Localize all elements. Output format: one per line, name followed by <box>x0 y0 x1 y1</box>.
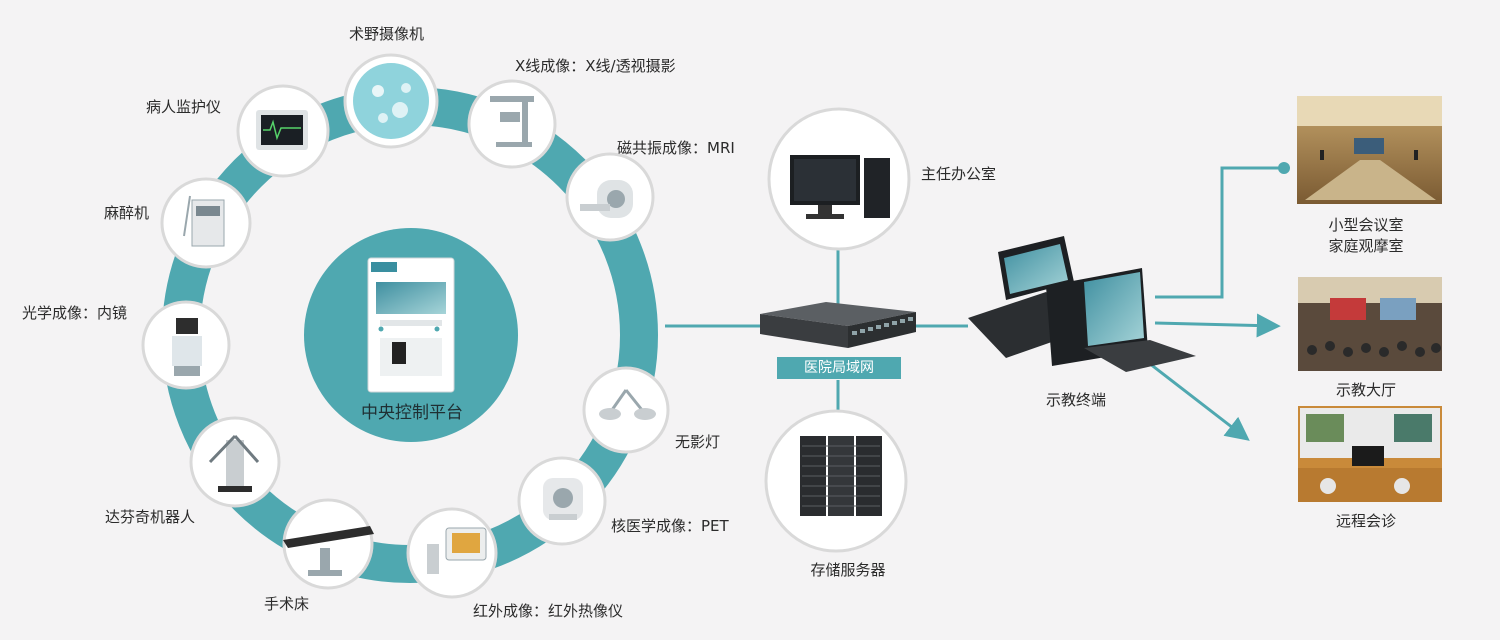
badge-operating-table <box>282 498 374 590</box>
teaching-hall-photo <box>1298 277 1442 371</box>
surgical-light-icon <box>599 389 656 420</box>
device-label-anesthesia: 麻醉机 <box>104 204 150 222</box>
pet-scanner-icon <box>543 478 583 520</box>
mri-scanner-icon <box>580 180 633 218</box>
anesthesia-machine-icon <box>183 195 225 247</box>
teaching-terminal-icon <box>968 236 1196 372</box>
badge-anesthesia <box>160 177 252 269</box>
device-label-operating-table: 手术床 <box>264 595 310 613</box>
surgical-camera-icon <box>353 63 429 139</box>
device-label-patient-monitor: 病人监护仪 <box>146 98 222 116</box>
central-platform-label: 中央控制平台 <box>361 403 463 423</box>
badge-endoscope <box>141 300 231 390</box>
badge-mri <box>565 152 655 242</box>
desktop-computer-icon <box>790 155 890 219</box>
meeting-room-photo <box>1297 96 1442 204</box>
teaching-hall-label: 示教大厅 <box>1335 381 1397 399</box>
badge-patient-monitor <box>236 84 330 178</box>
badge-thermal <box>406 507 498 599</box>
operating-table-icon <box>283 526 374 576</box>
meeting-room-label-1: 小型会议室 <box>1328 216 1404 234</box>
central-console-icon <box>367 257 455 393</box>
surgical-robot-icon <box>208 434 260 492</box>
device-label-surgical-camera: 术野摄像机 <box>349 25 425 43</box>
device-label-mri: 磁共振成像：MRI <box>617 139 735 157</box>
teaching-terminal-label: 示教终端 <box>1045 391 1107 409</box>
device-label-endoscope: 光学成像：内镜 <box>22 304 128 322</box>
remote-consultation-photo <box>1298 406 1442 502</box>
terminal-to-consult-line <box>1144 358 1250 441</box>
network-switch-icon <box>760 302 916 348</box>
badge-x-ray <box>467 79 557 169</box>
terminal-to-meeting-line <box>1155 166 1280 299</box>
x-ray-machine-icon <box>490 96 534 147</box>
remote-consultation-label: 远程会诊 <box>1335 512 1397 530</box>
device-label-pet: 核医学成像：PET <box>611 517 729 535</box>
connection-lines <box>665 166 1281 441</box>
meeting-endpoint-dot <box>1278 162 1290 174</box>
meeting-room-label-2: 家庭观摩室 <box>1328 237 1404 255</box>
storage-server-badge <box>764 409 908 553</box>
thermal-imager-icon <box>427 527 487 574</box>
badge-surgical-camera <box>343 53 439 149</box>
director-office-label: 主任办公室 <box>921 165 997 183</box>
lan-label: 医院局域网 <box>777 357 901 379</box>
central-platform <box>304 228 518 442</box>
badge-da-vinci <box>189 416 281 508</box>
device-label-surgical-light: 无影灯 <box>675 433 721 451</box>
patient-monitor-icon <box>256 110 308 150</box>
endoscope-icon <box>172 318 202 376</box>
device-label-da-vinci: 达芬奇机器人 <box>105 508 196 526</box>
server-rack-icon <box>800 436 882 516</box>
device-label-x-ray: X线成像：X线/透视摄影 <box>515 57 676 75</box>
storage-server-label: 存储服务器 <box>810 561 886 579</box>
terminal-to-hall-line <box>1154 313 1281 338</box>
device-label-thermal: 红外成像：红外热像仪 <box>473 602 624 620</box>
badge-surgical-light <box>582 366 670 454</box>
director-office-badge <box>767 107 911 251</box>
badge-pet <box>517 456 607 546</box>
